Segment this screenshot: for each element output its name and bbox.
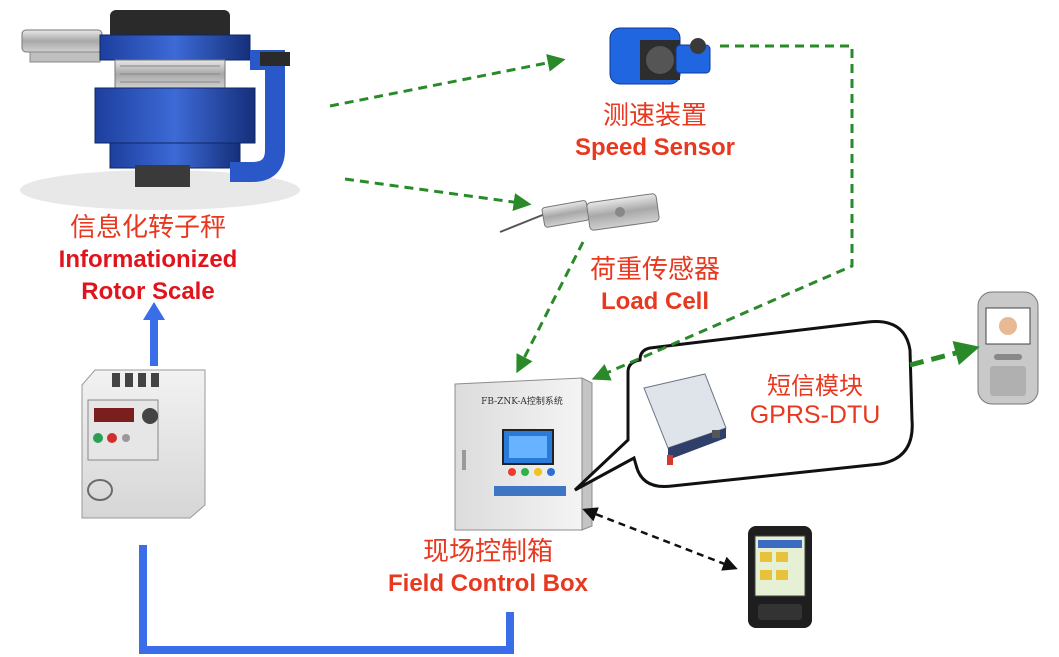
blue-control-loop [139, 545, 514, 654]
arrow-dtu-to-phone [909, 340, 980, 368]
rotor-scale-label: 信息化转子秤 Informationized Rotor Scale [59, 212, 238, 308]
inverter-image [81, 369, 206, 519]
control-box-en: Field Control Box [388, 570, 588, 597]
load-cell-en: Load Cell [600, 288, 710, 315]
gprs-dtu-label: 短信模块 GPRS-DTU [750, 372, 881, 430]
mobile-phone-image [977, 291, 1039, 405]
gprs-dtu-callout [573, 320, 914, 492]
speed-sensor-image [609, 27, 711, 85]
control-box-label: 现场控制箱 Field Control Box [388, 536, 588, 600]
speed-sensor-en: Speed Sensor [574, 134, 736, 161]
load-cell-cn: 荷重传感器 [589, 255, 721, 285]
arrow-load-to-box [516, 241, 585, 374]
control-box-cn: 现场控制箱 [422, 537, 553, 567]
control-box-image [454, 377, 593, 531]
arrow-speed-to-box [591, 44, 854, 381]
arrow-to-load-cell [344, 177, 532, 211]
blue-arrowhead [143, 302, 165, 320]
gprs-dtu-en: GPRS-DTU [749, 401, 881, 429]
rotor-scale-en-line1: Informationized [58, 246, 238, 273]
arrow-box-pda [582, 507, 738, 571]
speed-sensor-label: 测速装置 Speed Sensor [575, 100, 735, 164]
pda-handheld-image [748, 526, 812, 628]
load-cell-label: 荷重传感器 Load Cell [590, 254, 720, 318]
load-cell-image [499, 193, 660, 233]
speed-sensor-cn: 测速装置 [602, 101, 707, 131]
rotor-scale-en-line2: Rotor Scale [81, 278, 215, 305]
arrow-to-speed-sensor [329, 53, 566, 108]
rotor-scale-cn: 信息化转子秤 [69, 213, 227, 243]
rotor-scale-image [20, 10, 300, 210]
control-box-panel-title: FB-ZNK-A控制系统 [481, 397, 563, 407]
gprs-dtu-cn: 短信模块 [767, 372, 863, 400]
